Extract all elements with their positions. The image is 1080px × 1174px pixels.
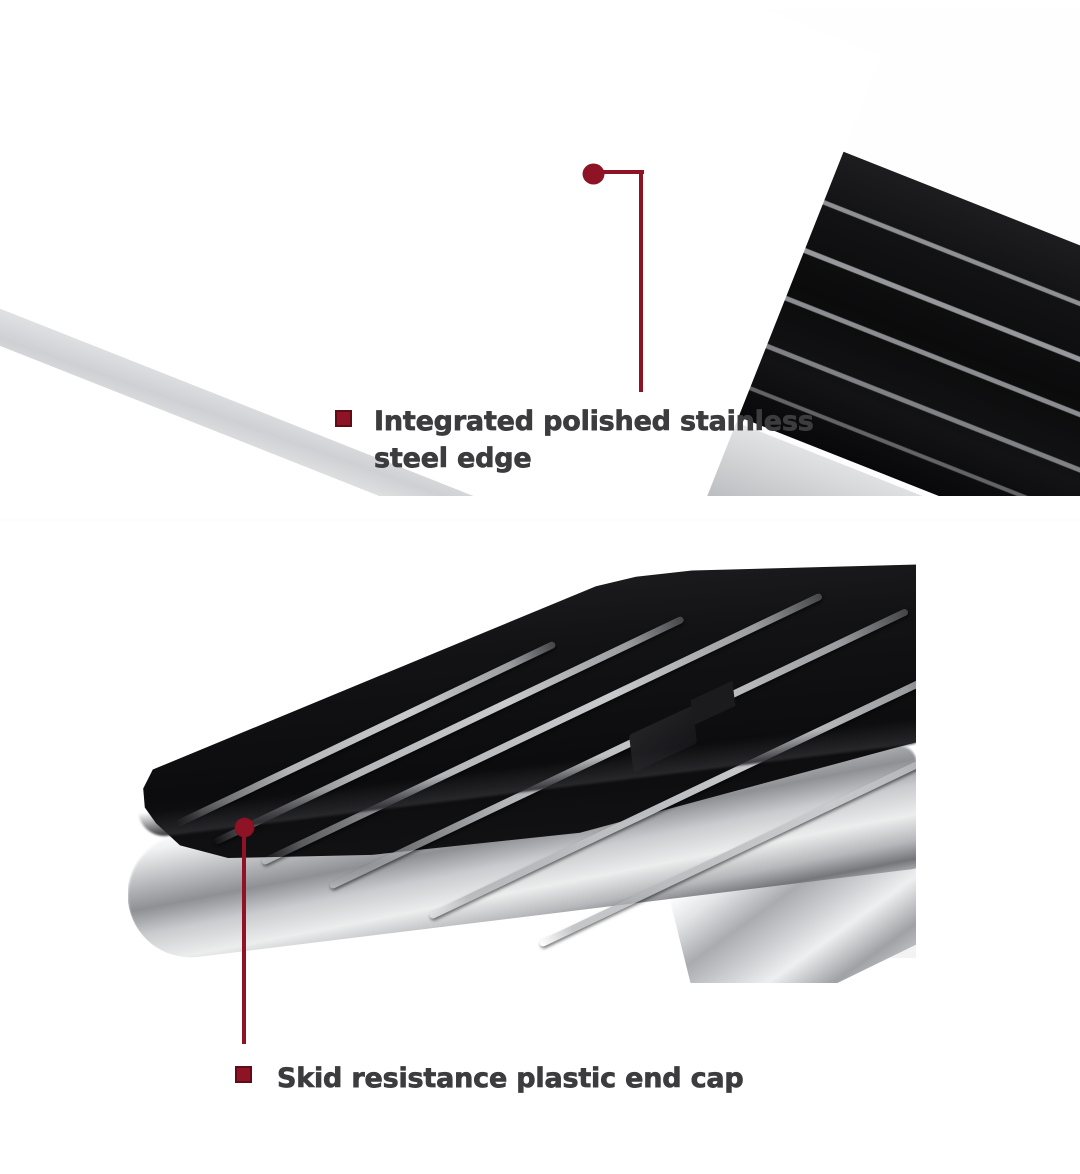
square-bullet-icon — [235, 1066, 252, 1083]
callout-dot-polished-edge — [583, 164, 604, 184]
caption-end-cap: Skid resistance plastic end cap — [235, 1060, 875, 1097]
square-bullet-icon — [335, 410, 352, 427]
callout-leader-vertical-edge — [639, 170, 643, 392]
photo-crop-mask-left — [0, 521, 128, 1041]
panel-divider — [0, 519, 1080, 521]
photo-crop-mask-top — [0, 521, 1080, 539]
photo-crop-mask-upper-block — [0, 0, 560, 170]
callout-leader-horizontal-edge — [597, 170, 644, 174]
callout-dot-end-cap — [235, 818, 254, 837]
caption-end-cap-text: Skid resistance plastic end cap — [277, 1063, 744, 1095]
callout-leader-vertical-endcap — [242, 828, 246, 1044]
photo-crop-mask-top-strip — [0, 0, 1080, 9]
photo-crop-mask-right — [916, 521, 1080, 1041]
photo-crop-mask-bottom — [0, 983, 1080, 1041]
panel-polished-edge-photo — [0, 0, 1080, 520]
photo-crop-mask-bottom-strip — [0, 496, 1080, 520]
panel-end-cap-photo — [0, 521, 1080, 1041]
caption-polished-edge: Integrated polished stainless steel edge — [335, 403, 855, 477]
caption-polished-edge-text: Integrated polished stainless steel edge — [374, 406, 815, 475]
